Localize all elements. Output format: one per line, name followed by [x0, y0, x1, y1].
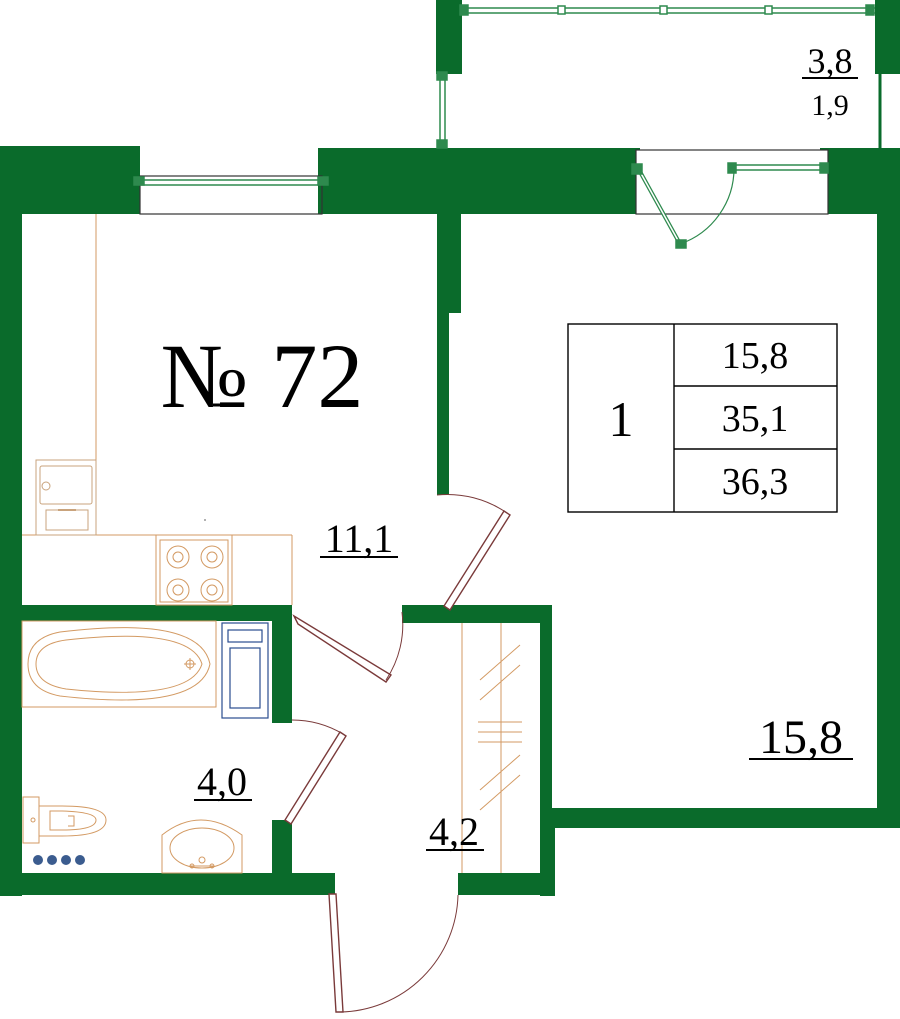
toilet-icon: [22, 796, 107, 844]
kitchen-window: [133, 175, 329, 215]
kitchen-sink-icon: [35, 459, 97, 536]
wall-right: [877, 148, 900, 828]
kitchen-door: [292, 611, 404, 683]
table-rooms-count: 1: [609, 391, 634, 447]
living-area-label: 15,8: [759, 711, 843, 764]
doors: [284, 494, 511, 1013]
wall-balcony-left: [436, 0, 462, 74]
wall-bottom-hall-right: [458, 873, 555, 895]
wall-bath-hall-upper: [272, 605, 292, 723]
wall-bottom-right: [540, 808, 900, 828]
washing-machine-icon: [221, 622, 269, 719]
table-total-area-balcony: 36,3: [722, 461, 789, 503]
bathroom-fixtures: [21, 620, 243, 874]
balcony-area-label: 3,8: [808, 41, 853, 81]
living-room-door: [436, 494, 511, 611]
entrance-door: [328, 893, 459, 1013]
wall-stair-vertical: [540, 608, 552, 828]
balcony-area-reduced-label: 1,9: [811, 89, 849, 122]
summary-table: [567, 323, 838, 513]
hall-area-label: 4,2: [429, 809, 479, 854]
wall-hall-top: [402, 605, 552, 623]
stove-icon: [155, 534, 233, 606]
balcony-window-top: [459, 4, 875, 16]
wall-top-mid: [318, 148, 640, 214]
kitchen-area-label: 11,1: [325, 516, 394, 561]
kitchen-furniture: [22, 214, 293, 606]
apartment-number: № 72: [161, 325, 364, 427]
windows: [133, 4, 875, 249]
walls: [0, 0, 900, 896]
bathtub-icon: [21, 620, 217, 708]
living-window: [631, 149, 829, 249]
kitchen-marker-dot: [204, 519, 206, 521]
bathroom-area-label: 4,0: [197, 759, 247, 804]
washbasin-icon: [161, 819, 243, 874]
wall-kitchen-bath: [0, 605, 292, 621]
wardrobe: [461, 623, 522, 873]
wall-balcony-right: [875, 0, 900, 74]
radiator-icon: [33, 855, 85, 865]
wall-bottom-left: [0, 873, 335, 895]
bathroom-door: [284, 719, 347, 825]
wall-top-left: [0, 146, 140, 214]
balcony-window-left: [436, 71, 448, 149]
wall-partition-main: [437, 205, 449, 495]
table-living-area: 15,8: [722, 335, 789, 377]
table-total-area: 35,1: [722, 398, 789, 440]
wall-left: [0, 146, 22, 896]
wall-bath-hall-lower: [272, 820, 292, 895]
